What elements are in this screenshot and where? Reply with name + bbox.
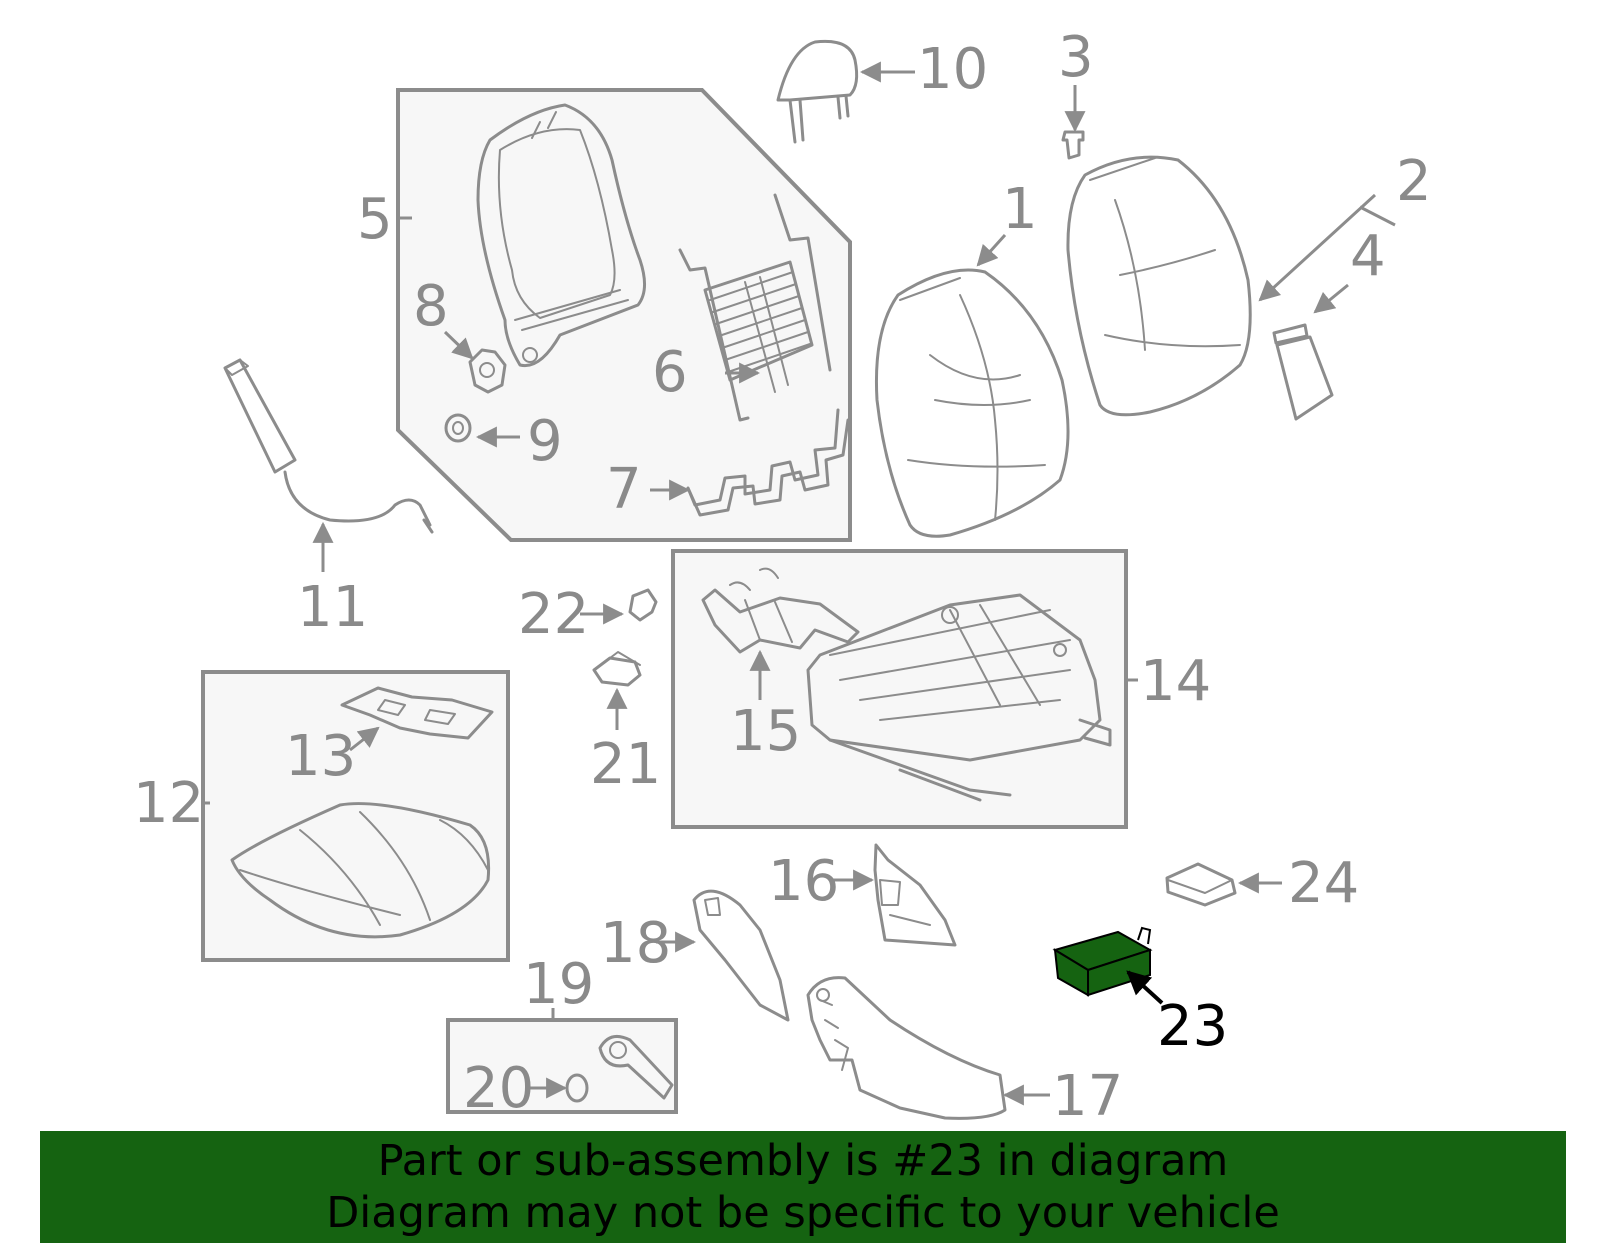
callout-19: 19 bbox=[523, 952, 594, 1017]
part-6-lumbar-support[interactable] bbox=[678, 193, 832, 422]
part-22-clip[interactable] bbox=[628, 588, 658, 622]
part-19-adjust-lever[interactable] bbox=[598, 1034, 674, 1100]
part-10-headrest[interactable] bbox=[776, 39, 859, 144]
callout-16: 16 bbox=[768, 849, 839, 914]
part-17-side-shield[interactable] bbox=[806, 976, 1007, 1120]
callout-23-highlighted: 23 bbox=[1157, 994, 1228, 1059]
callout-7: 7 bbox=[606, 457, 642, 522]
callout-2: 2 bbox=[1396, 149, 1432, 214]
notice-line-1: Part or sub-assembly is #23 in diagram bbox=[377, 1136, 1229, 1186]
callout-9: 9 bbox=[527, 409, 563, 474]
part-13-heater-mat[interactable] bbox=[340, 686, 494, 740]
callout-12: 12 bbox=[133, 771, 204, 836]
seatback-frame-group-box bbox=[396, 88, 852, 542]
part-2-seatback-rear-cover[interactable] bbox=[1066, 155, 1252, 417]
part-16-bracket[interactable] bbox=[873, 843, 957, 947]
part-21-clip[interactable] bbox=[592, 651, 642, 687]
part-23-module-highlighted[interactable] bbox=[1052, 926, 1153, 997]
part-7-wire-spring[interactable] bbox=[686, 408, 850, 517]
notice-banner: Part or sub-assembly is #23 in diagram D… bbox=[40, 1131, 1566, 1243]
part-12-seat-cushion[interactable] bbox=[230, 802, 491, 939]
callout-24: 24 bbox=[1288, 851, 1359, 916]
callout-10: 10 bbox=[917, 37, 988, 102]
callout-17: 17 bbox=[1052, 1064, 1123, 1129]
part-11-side-airbag[interactable] bbox=[223, 358, 434, 534]
part-15-seat-adjuster[interactable] bbox=[701, 567, 860, 654]
cushion-group-box bbox=[201, 670, 510, 962]
part-1-seatback-cover[interactable] bbox=[875, 268, 1070, 538]
callout-22: 22 bbox=[518, 582, 589, 647]
callout-13: 13 bbox=[285, 724, 356, 789]
callout-14: 14 bbox=[1140, 649, 1211, 714]
part-24-connector[interactable] bbox=[1165, 862, 1237, 907]
callout-5: 5 bbox=[357, 187, 393, 252]
notice-line-2: Diagram may not be specific to your vehi… bbox=[326, 1188, 1280, 1238]
callout-20: 20 bbox=[463, 1056, 534, 1121]
callout-18: 18 bbox=[600, 911, 671, 976]
part-8-recliner[interactable] bbox=[468, 348, 507, 394]
part-14-seat-track[interactable] bbox=[806, 593, 1112, 802]
callout-1: 1 bbox=[1002, 177, 1038, 242]
part-3-clip[interactable] bbox=[1061, 130, 1085, 160]
seat-track-group-box bbox=[671, 549, 1128, 829]
callout-3: 3 bbox=[1058, 25, 1094, 90]
part-9-washer[interactable] bbox=[444, 413, 472, 443]
leader-lines bbox=[203, 61, 1396, 1106]
callout-8: 8 bbox=[413, 274, 449, 339]
part-4-plate[interactable] bbox=[1272, 323, 1334, 421]
callout-6: 6 bbox=[652, 340, 688, 405]
callout-11: 11 bbox=[297, 575, 368, 640]
callout-21: 21 bbox=[590, 732, 661, 797]
part-18-inner-shield[interactable] bbox=[692, 889, 790, 1022]
callout-4: 4 bbox=[1350, 224, 1386, 289]
callout-15: 15 bbox=[730, 699, 801, 764]
part-5-seatback-frame[interactable] bbox=[476, 103, 646, 368]
